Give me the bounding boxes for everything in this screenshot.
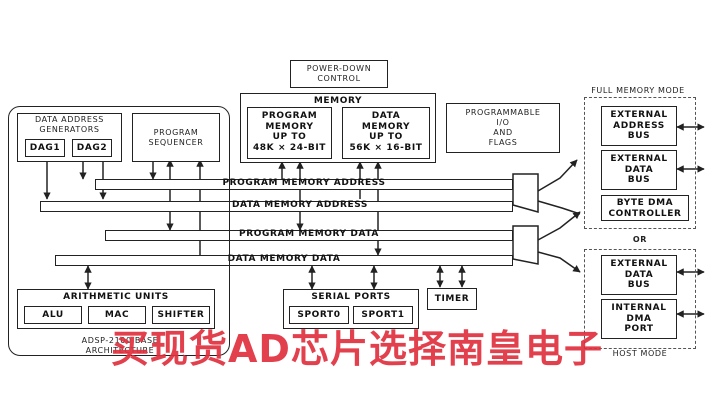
dag2-box (72, 139, 112, 157)
host-mode-title: HOST MODE (612, 349, 668, 358)
watermark-text: 买现货AD芯片选择南皇电子 (111, 327, 603, 371)
pma-bus (95, 179, 513, 190)
sport0-box (289, 306, 349, 324)
or-label: OR (632, 235, 648, 244)
program-sequencer-label: PROGRAM SEQUENCER (148, 128, 204, 147)
memory-title: MEMORY (313, 96, 363, 106)
sport1-label: SPORT1 (361, 310, 405, 320)
dag1-box (25, 139, 65, 157)
programmable-io-box (446, 103, 560, 153)
address-mux (512, 173, 539, 213)
pmd-bus-label: PROGRAM MEMORY DATA (239, 229, 379, 239)
byte-dma-controller-label: BYTE DMA CONTROLLER (608, 198, 682, 219)
alu-label: ALU (42, 310, 64, 320)
address-mux-arrow (537, 159, 578, 192)
base-architecture-label: ADSP-2100 BASE ARCHITECTURE (81, 336, 159, 355)
timer-box (427, 288, 477, 310)
timer-label: TIMER (434, 294, 470, 304)
dag-title: DATA ADDRESS GENERATORS (35, 115, 104, 134)
full-memory-mode-title: FULL MEMORY MODE (591, 86, 685, 95)
host-ext-data-bus-label: EXTERNAL DATA BUS (610, 259, 668, 290)
data-mux-arrow-2 (537, 251, 581, 273)
internal-dma-port-label: INTERNAL DMA PORT (611, 303, 667, 334)
shifter-label: SHIFTER (157, 310, 205, 320)
dmd-bus-label: DATA MEMORY DATA (227, 254, 341, 264)
ext-data-bus-label: EXTERNAL DATA BUS (610, 154, 668, 185)
ext-data-bus-box (601, 150, 677, 190)
program-sequencer-box (132, 113, 220, 162)
mac-box (88, 306, 146, 324)
program-memory-box (247, 107, 332, 159)
mac-label: MAC (104, 310, 130, 320)
dag1-label: DAG1 (29, 143, 61, 153)
dma-bus-label: DATA MEMORY ADDRESS (231, 200, 369, 210)
data-memory-label: DATA MEMORY UP TO 56K × 16-BIT (349, 111, 423, 153)
pmd-bus (105, 230, 513, 241)
ext-address-bus-label: EXTERNAL ADDRESS BUS (610, 110, 668, 141)
sport0-label: SPORT0 (297, 310, 341, 320)
host-mode-frame (584, 249, 696, 349)
pma-bus-label: PROGRAM MEMORY ADDRESS (222, 178, 386, 188)
host-ext-data-bus-box (601, 255, 677, 295)
sport1-box (353, 306, 413, 324)
shifter-box (152, 306, 210, 324)
base-architecture-frame (8, 106, 230, 356)
dma-bus (40, 201, 513, 212)
internal-dma-port-box (601, 299, 677, 339)
programmable-io-label: PROGRAMMABLE I/O AND FLAGS (465, 108, 541, 147)
data-memory-box (342, 107, 430, 159)
serial-ports-title: SERIAL PORTS (311, 292, 391, 302)
power-down-control-label: POWER-DOWN CONTROL (306, 64, 372, 83)
data-mux (512, 225, 539, 265)
data-mux-arrow (537, 211, 581, 241)
dag2-label: DAG2 (76, 143, 108, 153)
byte-dma-controller-box (601, 195, 689, 221)
full-memory-mode-frame (584, 97, 696, 229)
ext-address-bus-box (601, 106, 677, 146)
program-memory-label: PROGRAM MEMORY UP TO 48K × 24-BIT (252, 111, 327, 153)
alu-box (24, 306, 82, 324)
dmd-bus (55, 255, 513, 266)
power-down-control-box (290, 60, 388, 88)
arithmetic-units-title: ARITHMETIC UNITS (63, 292, 169, 302)
